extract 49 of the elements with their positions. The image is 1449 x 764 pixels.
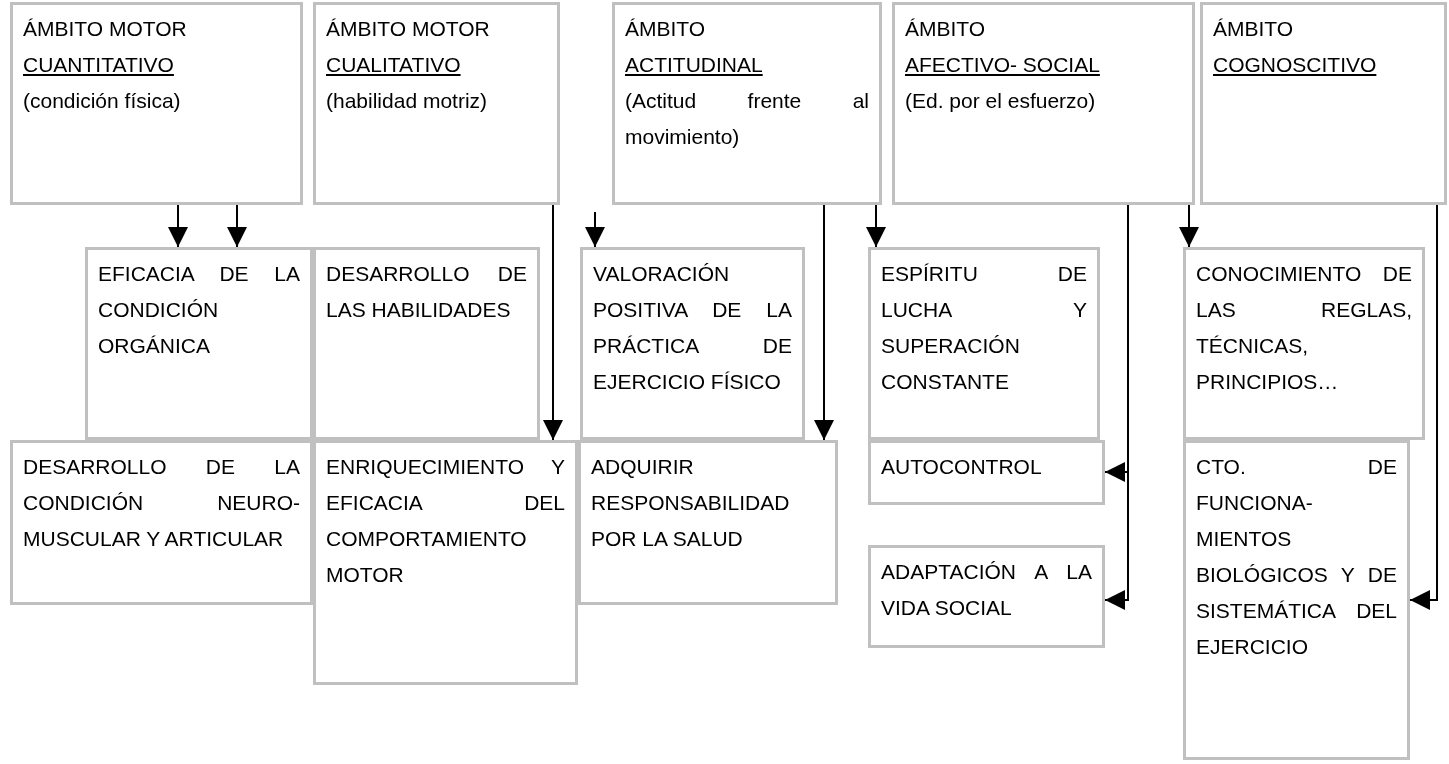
box-text: ESPÍRITU DE LUCHA Y SUPERACIÓN CONSTANTE <box>881 261 1087 395</box>
text-box <box>892 2 1195 205</box>
text-box <box>313 440 578 685</box>
text-box <box>612 2 882 205</box>
box-text: (Actitud frente al movimiento) <box>625 88 869 150</box>
arrow <box>543 204 563 441</box>
arrow <box>168 204 188 248</box>
text-box <box>868 440 1105 505</box>
box-text: (condición física) <box>23 88 182 114</box>
box-text: EFICACIA DE LA CONDICIÓN ORGÁNICA <box>98 261 300 359</box>
box-text: AUTOCONTROL <box>881 454 1043 480</box>
box-text: CTO. DE FUNCIONA- MIENTOS BIOLÓGICOS Y DE SISTEMÁTICA DEL EJERCICIO <box>1196 454 1397 660</box>
box-heading: ÁMBITO <box>905 16 987 42</box>
box-text: (habilidad motriz) <box>326 88 489 114</box>
arrow <box>227 204 247 248</box>
text-box <box>868 247 1100 440</box>
box-heading: ACTITUDINAL <box>625 52 764 78</box>
box-text: (Ed. por el esfuerzo) <box>905 88 1097 114</box>
box-heading: ÁMBITO <box>625 16 707 42</box>
box-text: ADAPTACIÓN A LA VIDA SOCIAL <box>881 559 1092 621</box>
text-box <box>580 247 805 440</box>
text-box <box>313 2 560 205</box>
box-text: VALORACIÓN POSITIVA DE LA PRÁCTICA DE EJERCICIO FÍSICO <box>593 261 792 395</box>
arrow <box>866 204 886 248</box>
arrow <box>1179 204 1199 248</box>
box-text: ENRIQUECIMIENTO Y EFICACIA DEL COMPORTAMIENTO MOTOR <box>326 454 565 588</box>
arrow <box>814 204 834 441</box>
text-box <box>578 440 838 605</box>
text-box <box>313 247 540 440</box>
text-box <box>1183 247 1425 440</box>
box-text: CONOCIMIENTO DE LAS REGLAS, TÉCNICAS, PRINCIPIOS… <box>1196 261 1412 395</box>
arrow <box>585 211 605 248</box>
box-heading: ÁMBITO MOTOR <box>326 16 491 42</box>
text-box <box>10 440 313 605</box>
text-box <box>868 545 1105 648</box>
arrow <box>1409 204 1438 610</box>
box-heading: CUALITATIVO <box>326 52 462 78</box>
box-text: DESARROLLO DE LA CONDICIÓN NEURO- MUSCULAR Y ARTICULAR <box>23 454 300 552</box>
text-box <box>1200 2 1447 205</box>
box-text: DESARROLLO DE LAS HABILIDADES <box>326 261 527 323</box>
box-heading: CUANTITATIVO <box>23 52 175 78</box>
text-box <box>10 2 303 205</box>
text-box <box>1183 440 1410 760</box>
box-heading: COGNOSCITIVO <box>1213 52 1378 78</box>
text-box <box>85 247 313 440</box>
box-heading: AFECTIVO- SOCIAL <box>905 52 1101 78</box>
box-text: ADQUIRIR RESPONSABILIDAD POR LA SALUD <box>591 454 791 552</box>
box-heading: ÁMBITO MOTOR <box>23 16 188 42</box>
box-heading: ÁMBITO <box>1213 16 1295 42</box>
